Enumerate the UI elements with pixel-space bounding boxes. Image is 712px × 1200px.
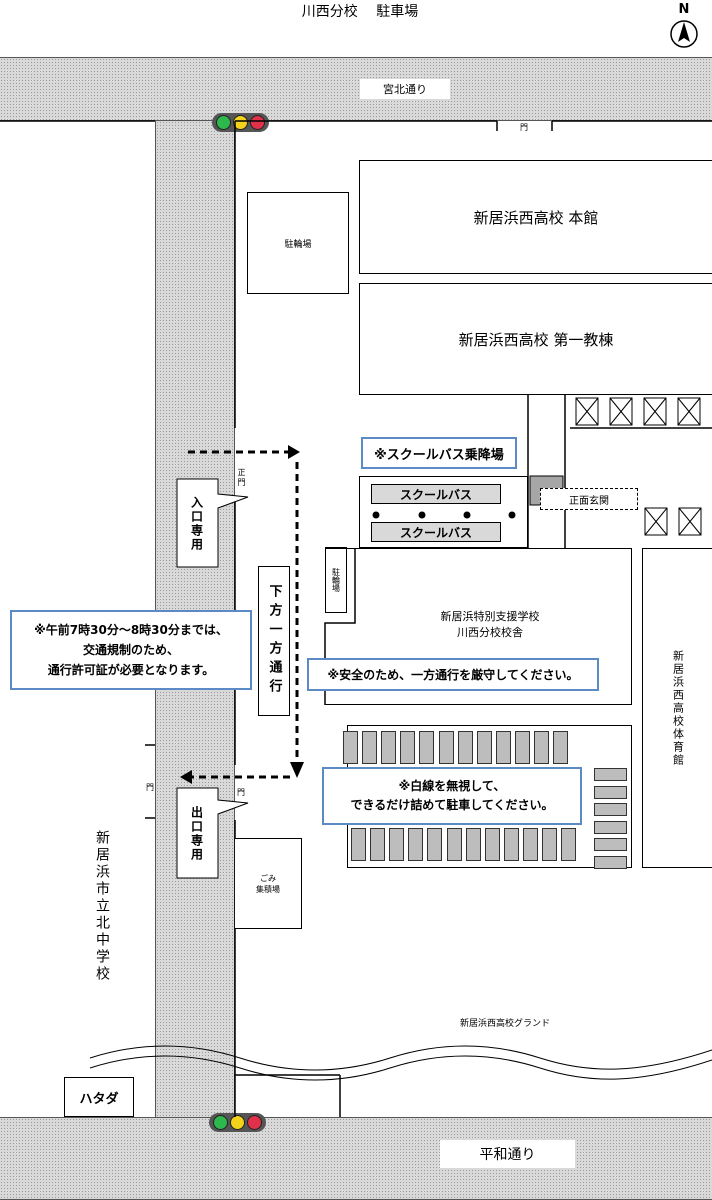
parking-slot — [351, 828, 366, 861]
top-road-label: 宮北通り — [360, 79, 450, 99]
parking-slot — [408, 828, 424, 861]
exit-only-label: 出口専用 — [189, 806, 204, 862]
parking-slot — [594, 855, 627, 869]
first-building: 新居浜西高校 第一教棟 — [359, 283, 712, 395]
entrance-hall-label: 正面玄関 — [540, 488, 638, 510]
parking-slot — [419, 731, 435, 764]
north-arrow-icon: N — [668, 2, 700, 48]
parking-slot — [457, 731, 473, 764]
parking-slot — [542, 828, 557, 861]
parking-slot — [503, 828, 519, 861]
parking-slot — [484, 828, 500, 861]
ground-label: 新居浜西高校グランド — [459, 1018, 550, 1029]
parking-slot — [362, 731, 378, 764]
parking-slot — [381, 731, 397, 764]
hatada: ハタダ — [64, 1077, 134, 1117]
exit-gate-left-label: 門 — [146, 782, 154, 792]
parking-slot — [534, 731, 549, 764]
map-title: 川西分校 駐車場 — [301, 4, 419, 20]
bottom-road — [0, 1117, 712, 1200]
parking-slot — [495, 731, 511, 764]
bus-area — [359, 476, 528, 548]
top-gate-label: 門 — [520, 122, 528, 132]
north-label: N — [678, 2, 690, 17]
parking-notice: ※白線を無視して、 できるだけ詰めて駐車してください。 — [322, 767, 582, 825]
parking-slot — [514, 731, 530, 764]
parking-slot — [476, 731, 492, 764]
entrance-only-label: 入口専用 — [189, 496, 204, 552]
parking-slot — [594, 820, 627, 834]
main-gate-label: 正門 — [237, 468, 246, 488]
parking-slot — [427, 828, 443, 861]
parking-slot — [465, 828, 481, 861]
school-bus-2: スクールバス — [371, 522, 501, 542]
parking-slot — [389, 828, 405, 861]
parking-slot — [343, 731, 358, 764]
north-jhs-label: 新居浜市立北中学校 — [94, 829, 110, 983]
bottom-road-label: 平和通り — [440, 1140, 575, 1168]
traffic-light-icon — [212, 113, 269, 132]
traffic-light-icon — [209, 1113, 266, 1132]
gym: 新居浜西高校体育館 — [642, 548, 712, 868]
bus-stop-label: ※スクールバス乗降場 — [361, 437, 517, 469]
one-way-notice: ※安全のため、一方通行を厳守してください。 — [307, 658, 599, 691]
branch-school-building — [325, 548, 632, 705]
parking-slot — [553, 731, 569, 764]
parking-slot — [594, 803, 627, 816]
parking-slot — [438, 731, 454, 764]
parking-slot — [400, 731, 416, 764]
parking-slot — [594, 768, 627, 781]
branch-school-label: 新居浜特別支援学校 川西分校校舎 — [440, 610, 540, 639]
one-way-label: 下方一方通行 — [258, 566, 290, 716]
parking-slot — [370, 828, 386, 861]
parking-slot — [594, 838, 627, 851]
parking-slot — [522, 828, 538, 861]
main-hall: 新居浜西高校 本館 — [359, 160, 712, 274]
bicycle-parking: 駐輪場 — [247, 192, 349, 294]
parking-slot — [561, 828, 577, 861]
school-bus-1: スクールバス — [371, 484, 501, 504]
morning-notice: ※午前7時30分～8時30分までは、 交通規制のため、 通行許可証が必要となりま… — [10, 610, 252, 690]
bicycle-parking-small: 駐輪場 — [325, 547, 347, 613]
exit-gate-right-label: 門 — [237, 787, 245, 797]
garbage-collection: ごみ 集積場 — [235, 838, 302, 929]
parking-slot — [446, 828, 462, 861]
parking-slot — [594, 785, 627, 799]
